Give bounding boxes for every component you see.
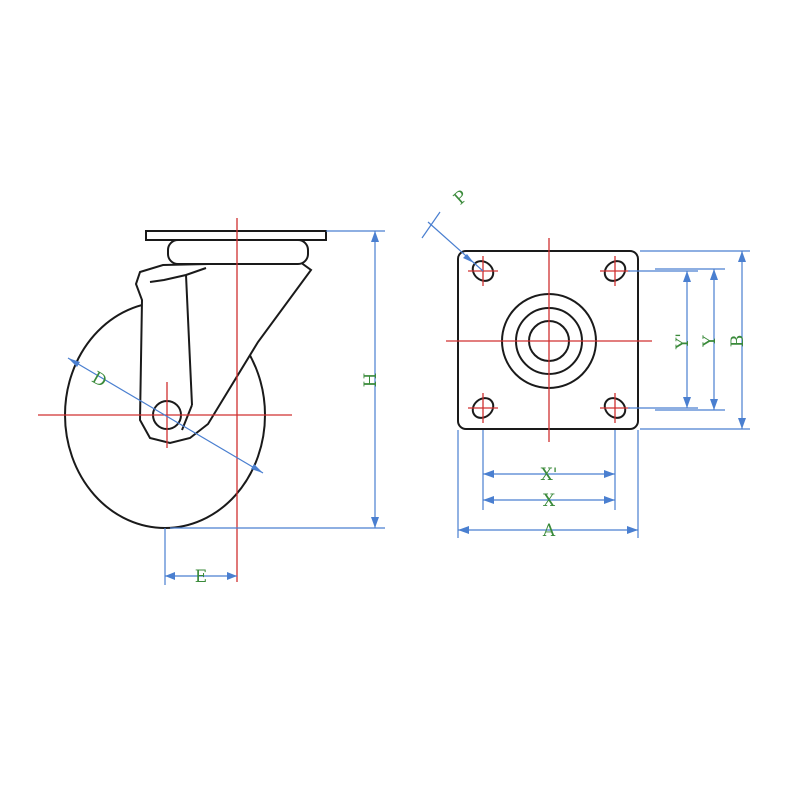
a-arrow-right [627,526,638,534]
height-arrow-top [371,231,379,242]
diameter-arrow-lower [251,464,263,473]
label-X: X [543,491,556,511]
diameter-dimension-line [67,357,264,474]
height-arrow-bottom [371,517,379,528]
a-arrow-left [458,526,469,534]
b-arrow-bottom [738,418,746,429]
x-prime-arrow-left [483,470,494,478]
y-arrow-bottom [710,399,718,410]
label-Y: Y [700,335,720,348]
caster-side-view: D E H [38,218,385,587]
horizontal-extension-lines [457,430,639,538]
bolt-hole-dimension-line [427,221,484,272]
b-arrow-top [738,251,746,262]
bolt-hole-arrow [463,254,474,263]
x-arrow-left [483,496,494,504]
vertical-extension-lines [628,250,750,430]
fork-bend [149,267,207,283]
x-prime-arrow-right [604,470,615,478]
caster-top-view: P X' X A Y' [421,187,750,541]
label-Y-prime: Y' [673,333,693,350]
label-P: P [450,187,472,210]
label-H: H [361,373,381,388]
y-arrow-top [710,269,718,280]
offset-arrow-left [165,572,175,580]
label-A: A [542,521,556,541]
top-plate [145,230,327,241]
diameter-arrow-upper [68,358,80,367]
label-B: B [728,335,748,348]
label-X-prime: X' [541,465,558,485]
offset-arrow-right [227,572,237,580]
y-prime-arrow-top [683,271,691,282]
bolt-hole-dimension-tick [421,211,441,239]
y-prime-arrow-bottom [683,397,691,408]
swivel-head [167,239,309,265]
label-E: E [195,567,207,587]
x-arrow-right [604,496,615,504]
